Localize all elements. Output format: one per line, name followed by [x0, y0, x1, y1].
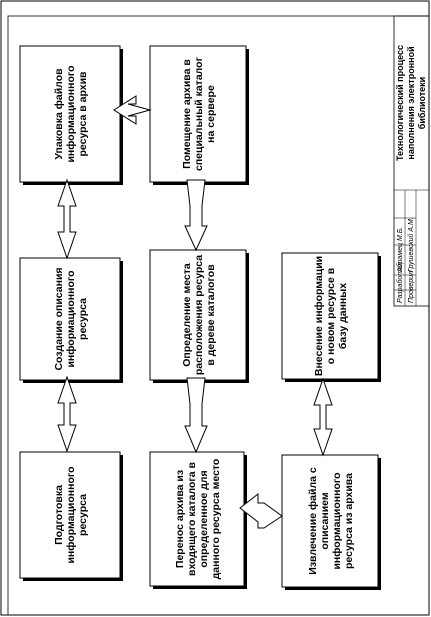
box-label: Создание описанияинформационногоресурса — [53, 267, 89, 370]
box-rect — [149, 249, 247, 381]
box-label-line: на сервере — [205, 85, 217, 143]
developer-name: Абрамец М.Б. — [396, 227, 404, 273]
box-label: Определение местарасположения ресурсав д… — [181, 255, 217, 375]
box-label-line: определенное для — [198, 470, 210, 567]
box-label-line: Извлечение файла с — [307, 467, 319, 575]
inner-frame — [7, 15, 430, 616]
box-rect — [281, 454, 379, 588]
box-label-line: информационного — [65, 65, 77, 162]
box-label-line: Подготовка — [53, 485, 65, 545]
box-rect — [19, 451, 121, 579]
box-label: Перенос архива извходящего каталога вопр… — [174, 459, 222, 580]
checker-name: Грушевский А.М. — [407, 217, 415, 272]
box-label-line: расположения ресурса — [193, 255, 205, 375]
box-label-line: информационного — [331, 472, 343, 569]
box-label-line: информационного — [65, 466, 77, 563]
box-label: Подготовкаинформационногоресурса — [53, 466, 89, 563]
box-label-line: в дереве каталогов — [205, 264, 217, 366]
process-box-describe: Создание описанияинформационногоресурса — [19, 257, 123, 383]
box-label-line: данного ресурса место — [210, 459, 222, 580]
title-line-2: наполнения электронной — [406, 46, 416, 159]
box-label-line: ресурса в архив — [77, 71, 89, 157]
box-label-line: Создание описания — [53, 267, 65, 370]
box-label: Помещение архива вспециальный каталогна … — [181, 56, 217, 171]
box-label-line: Упаковка файлов — [53, 68, 65, 160]
box-label-line: ресурса — [77, 494, 89, 536]
title-line-1: Технологический процесс — [395, 45, 405, 161]
box-rect — [19, 45, 121, 183]
box-label-line: ресурса из архива — [343, 473, 355, 569]
arrow-place-to-locate — [184, 179, 208, 252]
arrow-describe-to-pack — [57, 178, 77, 260]
title-block: Технологический процесс наполнения элект… — [393, 15, 430, 307]
arrows — [57, 95, 333, 529]
checker-label: Проверил — [408, 271, 415, 303]
box-label-line: Определение места — [181, 263, 193, 367]
box-label-line: входящего каталога в — [186, 461, 198, 576]
box-label-line: базу данных — [337, 283, 349, 349]
box-label: Извлечение файла сописаниеминформационно… — [307, 467, 355, 575]
box-label-line: специальный каталог — [193, 56, 205, 171]
box-label: Упаковка файловинформационногоресурса в … — [53, 65, 89, 162]
process-box-pack: Упаковка файловинформационногоресурса в … — [19, 45, 123, 185]
box-label-line: описанием — [319, 492, 331, 550]
box-label-line: о новом ресурсе в — [325, 267, 337, 364]
box-rect — [281, 252, 379, 380]
box-label-line: информационного — [65, 270, 77, 367]
process-box-move: Перенос архива извходящего каталога вопр… — [149, 451, 247, 589]
arrow-extract-to-enter — [313, 377, 333, 457]
box-label-line: Внесение информации — [313, 256, 325, 376]
process-boxes: ПодготовкаинформационногоресурсаСоздание… — [19, 45, 381, 590]
arrow-prepare-to-describe — [57, 375, 77, 453]
box-label-line: Помещение архива в — [181, 59, 193, 169]
box-label-line: ресурса — [77, 298, 89, 340]
process-box-place: Помещение архива вспециальный каталогна … — [149, 45, 249, 185]
title-line-3: библиотеки — [417, 77, 427, 129]
process-box-enter: Внесение информациио новом ресурсе вбазу… — [281, 252, 381, 382]
box-rect — [19, 257, 121, 381]
box-rect — [149, 451, 245, 587]
arrow-pack-to-place — [113, 95, 152, 125]
process-box-extract: Извлечение файла сописаниеминформационно… — [281, 454, 381, 590]
box-label-line: Перенос архива из — [174, 470, 186, 568]
arrow-move-to-extract — [239, 492, 283, 529]
developer-label: Разработал — [396, 262, 404, 303]
process-box-prepare: Подготовкаинформационногоресурса — [19, 451, 123, 581]
arrow-locate-to-move — [184, 377, 208, 454]
box-label: Внесение информациио новом ресурсе вбазу… — [313, 256, 349, 376]
process-box-locate: Определение местарасположения ресурсав д… — [149, 249, 249, 383]
